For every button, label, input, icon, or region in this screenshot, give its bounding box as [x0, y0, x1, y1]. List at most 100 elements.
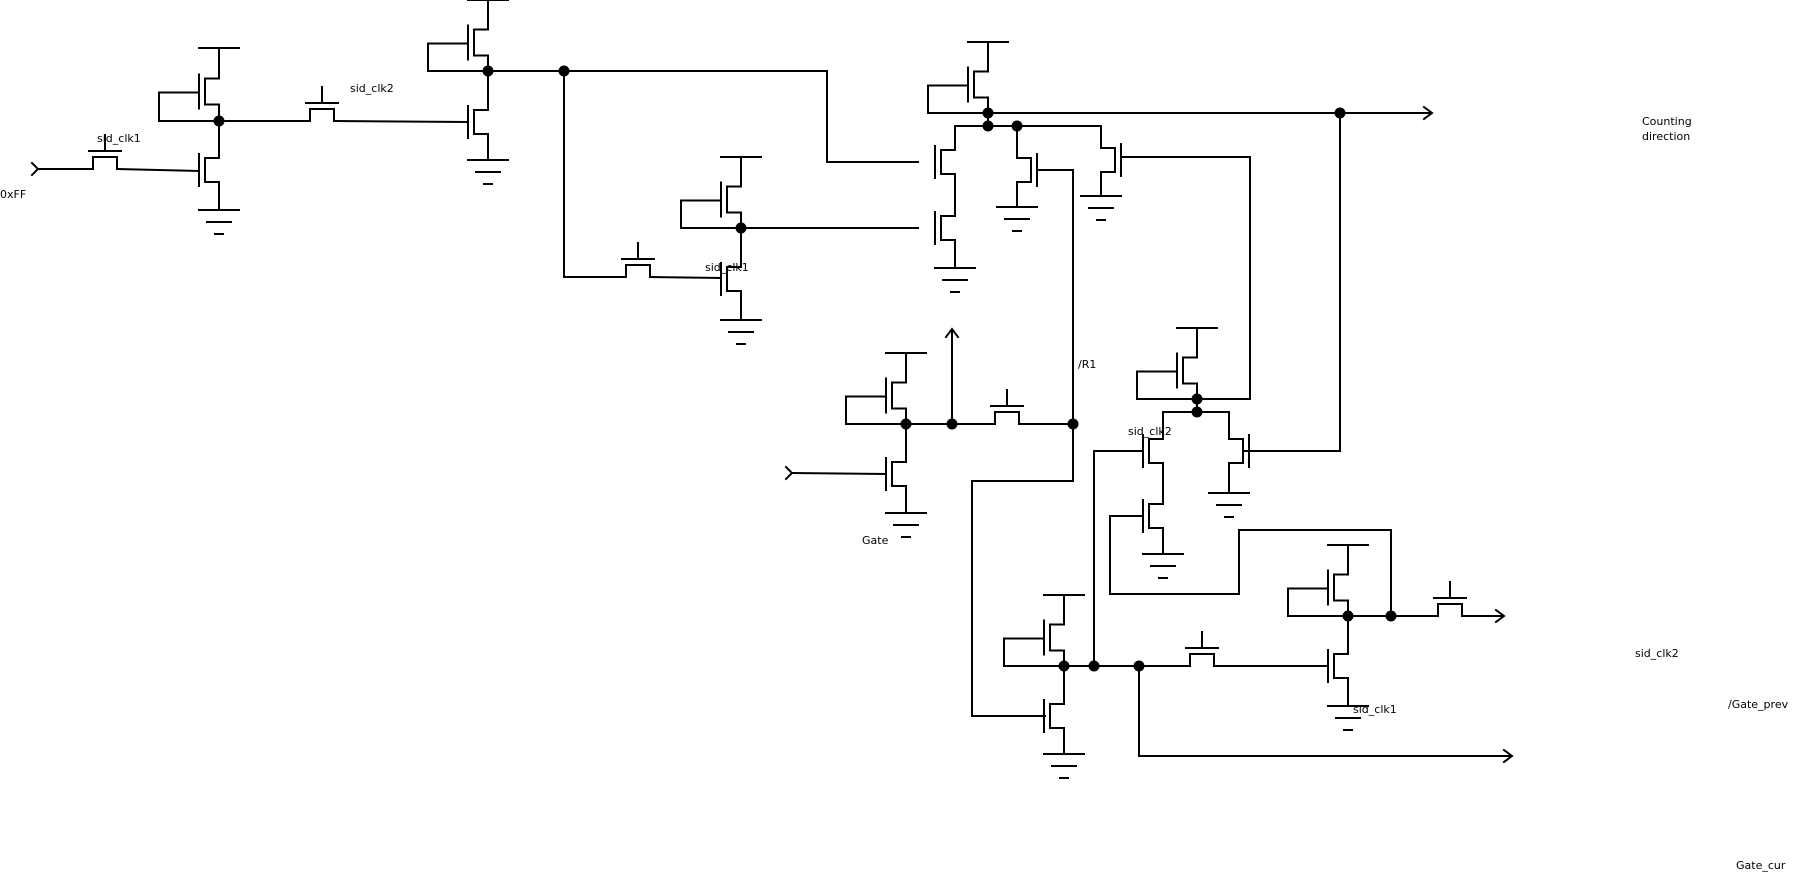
transistor-channel [1148, 485, 1164, 547]
arrowhead [1494, 608, 1506, 624]
transistor-channel [940, 131, 956, 193]
ground-icon [1327, 705, 1369, 731]
transistor-channel [1049, 594, 1065, 667]
wire [115, 167, 201, 173]
load-transistor-3 [680, 156, 742, 229]
wire [563, 70, 627, 278]
junction-dot [982, 107, 994, 119]
nmos-gate-input [885, 443, 907, 505]
load-transistor-1 [158, 47, 220, 122]
junction-dot [1058, 660, 1070, 672]
ground-icon [1043, 753, 1085, 779]
nmos-parallel-1 [1016, 139, 1038, 201]
transistor-channel [891, 443, 907, 505]
transistor-channel [1016, 139, 1032, 201]
arrow-up-icon-r1 [944, 327, 960, 339]
arrow-right-icon-counting [1422, 105, 1434, 121]
output-label-counting-direction-2: direction [1642, 130, 1690, 143]
load-feedback [158, 91, 220, 122]
arrowhead [1502, 748, 1514, 764]
clock-label-pg1: sid_clk1 [97, 132, 141, 145]
nmos-series-top [934, 131, 956, 193]
load-transistor-7 [1003, 594, 1065, 667]
load-transistor-8 [1287, 544, 1349, 617]
transistor-channel [940, 197, 956, 259]
transistor-channel [726, 248, 742, 310]
nmos-parallel-2 [1100, 129, 1122, 191]
ground-icon [720, 319, 762, 345]
transistor-channel [1333, 544, 1349, 617]
transistor-channel [204, 47, 220, 122]
nmos-cross-2 [1142, 485, 1164, 547]
transistor-channel [1100, 129, 1116, 191]
arrowhead [944, 327, 960, 339]
nmos-cross-1 [1142, 420, 1164, 482]
ground-icon [1208, 492, 1250, 518]
output-label-counting-direction-1: Counting [1642, 115, 1692, 128]
nmos-cross-3 [1228, 420, 1250, 482]
pass-gate-pg1 [88, 134, 122, 170]
load-feedback [1287, 587, 1349, 617]
arrow-right-icon-gate-cur [1502, 748, 1514, 764]
junction-dot [982, 120, 994, 132]
junction-dot [900, 418, 912, 430]
devices [30, 0, 1514, 779]
load-feedback [427, 42, 489, 72]
junctions [213, 65, 1397, 672]
junction-dot [946, 418, 958, 430]
wire [1138, 665, 1511, 757]
load-feedback [1136, 370, 1198, 400]
arrowhead [1422, 105, 1434, 121]
output-label-gate-cur: Gate_cur [1736, 859, 1786, 872]
load-transistor-5 [845, 352, 907, 425]
junction-dot [1334, 107, 1346, 119]
clock-label-pg5: sid_clk1 [1353, 703, 1397, 716]
output-label-r1: /R1 [1078, 358, 1096, 371]
junction-dot [1133, 660, 1145, 672]
wire [954, 125, 1102, 141]
nmos-input-2 [467, 91, 489, 153]
junction-dot [1088, 660, 1100, 672]
ground-icon [1080, 195, 1122, 221]
junction-dot [482, 65, 494, 77]
transistor-channel [973, 41, 989, 114]
clock-label-pg6: sid_clk2 [1635, 647, 1679, 660]
junction-dot [213, 115, 225, 127]
transistor-channel [1182, 327, 1198, 400]
nmos-gate-prev [1327, 635, 1349, 697]
ground-icon [467, 159, 509, 185]
pass-gate-channel [994, 411, 1020, 425]
ground-icon [885, 512, 927, 538]
input-port-icon-0xff [30, 161, 40, 177]
transistor-channel [473, 91, 489, 153]
nmos-input-1 [198, 139, 220, 201]
junction-dot [1385, 610, 1397, 622]
pass-gate-pg2 [305, 86, 339, 122]
pass-gate-pg6 [1433, 581, 1467, 617]
wire [790, 471, 888, 476]
transistor-channel [891, 352, 907, 425]
junction-dot [1191, 393, 1203, 405]
nmos-bottom [1043, 685, 1065, 747]
pass-gate-pg5 [1185, 631, 1219, 667]
clock-label-pg3: sid_clk1 [705, 261, 749, 274]
load-transistor-4 [927, 41, 989, 114]
ground-icon [996, 206, 1038, 232]
wire [332, 119, 470, 124]
nmos-input-3 [720, 248, 742, 310]
clock-label-pg4: sid_clk2 [1128, 425, 1172, 438]
junction-dot [1011, 120, 1023, 132]
output-label-gate-prev: /Gate_prev [1728, 698, 1789, 711]
pass-gate-channel [1189, 653, 1215, 667]
junction-dot [1342, 610, 1354, 622]
pass-gate-pg3 [621, 242, 655, 278]
ground-icon [934, 267, 976, 293]
transistor-channel [1228, 420, 1244, 482]
junction-dot [1191, 406, 1203, 418]
input-label-gate: Gate [862, 534, 889, 547]
wires [37, 70, 1511, 757]
pass-gate-channel [1437, 603, 1463, 617]
wire [1109, 515, 1392, 617]
load-transistor-6 [1136, 327, 1198, 400]
